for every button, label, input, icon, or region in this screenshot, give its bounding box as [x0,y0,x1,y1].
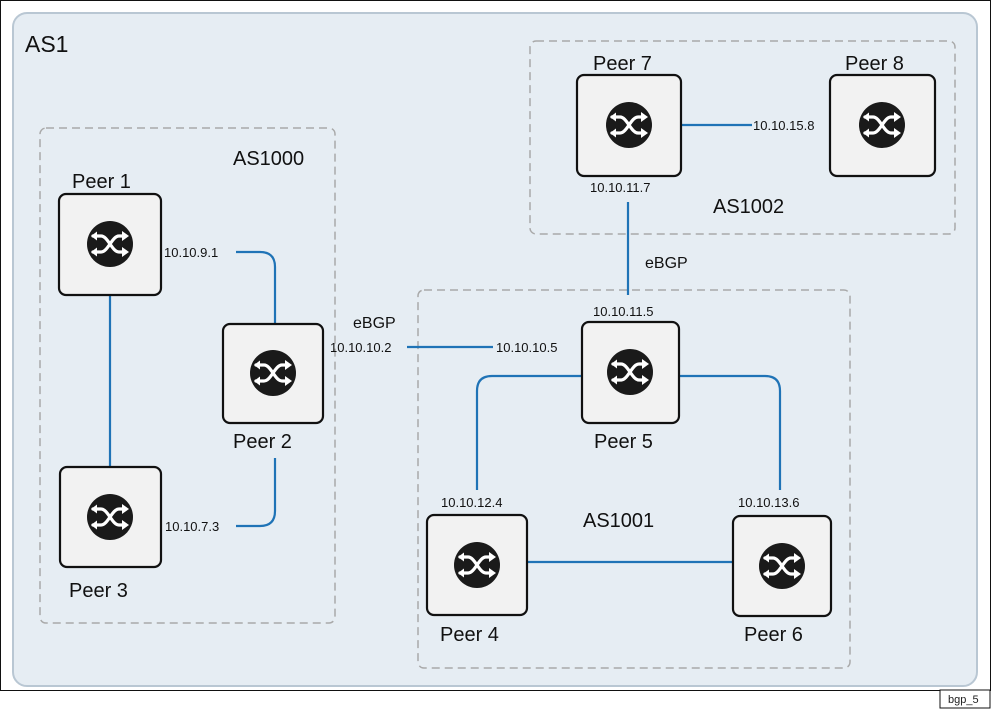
ip-label-10-10-7-3: 10.10.7.3 [165,519,219,534]
router-icon [86,493,134,541]
peer8-label: Peer 8 [845,53,904,75]
link-peer3-peer2 [236,458,277,528]
ip-label-10-10-12-4: 10.10.12.4 [441,495,502,510]
ip-label-10-10-9-1: 10.10.9.1 [164,245,218,260]
peer4-node[interactable] [425,513,529,617]
link-peer5-peer4 [475,374,582,490]
peer7-label: Peer 7 [593,53,652,75]
router-icon [858,101,906,149]
peer5-label: Peer 5 [594,431,653,453]
as1-label: AS1 [25,31,68,57]
peer1-label: Peer 1 [72,171,131,193]
as1002-group [529,40,956,235]
ebgp-label-top: eBGP [645,255,688,272]
peer2-node[interactable] [221,322,325,425]
peer3-label: Peer 3 [69,580,128,602]
router-icon [249,349,297,397]
router-icon [606,348,654,396]
link-peer5-peer6 [679,374,782,490]
links [108,123,782,564]
peer6-label: Peer 6 [744,624,803,646]
figure-caption: bgp_5 [948,694,979,706]
ip-label-10-10-11-5: 10.10.11.5 [593,304,653,319]
ebgp-label-left: eBGP [353,315,396,332]
ip-label-10-10-10-5: 10.10.10.5 [496,340,557,355]
as1001-group [417,289,851,669]
ip-label-10-10-15-8: 10.10.15.8 [753,118,814,133]
ip-label-10-10-11-7: 10.10.11.7 [590,180,650,195]
caption-tab [939,689,991,709]
as1001-label: AS1001 [583,510,654,532]
peer1-node[interactable] [57,192,163,297]
peer2-label: Peer 2 [233,431,292,453]
peer6-node[interactable] [731,514,833,618]
router-icon [758,542,806,590]
peer8-node[interactable] [828,73,937,178]
ip-label-10-10-13-6: 10.10.13.6 [738,495,799,510]
peer4-label: Peer 4 [440,624,499,646]
peer3-node[interactable] [58,465,163,569]
router-icon [86,220,134,268]
router-icon [605,101,653,149]
link-peer1-peer2 [236,250,277,323]
router-icon [453,541,501,589]
peer5-node[interactable] [580,320,681,425]
as1002-label: AS1002 [713,196,784,218]
as1000-group [39,127,336,624]
as1000-label: AS1000 [233,148,304,170]
ip-label-10-10-10-2: 10.10.10.2 [330,340,391,355]
peer7-node[interactable] [575,73,683,178]
